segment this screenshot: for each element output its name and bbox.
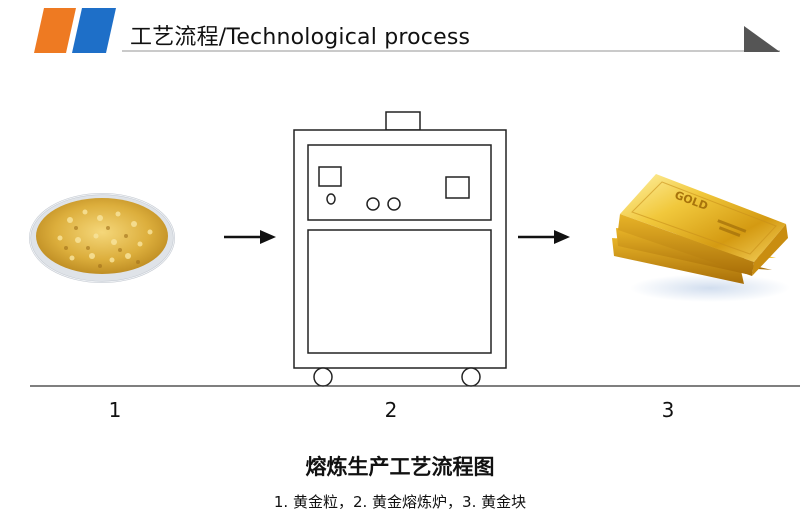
header-bar bbox=[34, 8, 780, 53]
gold-bars-icon: GOLD bbox=[612, 174, 790, 302]
step-number-3: 3 bbox=[661, 398, 675, 422]
orange-block bbox=[34, 8, 76, 53]
step-number-2: 2 bbox=[384, 398, 398, 422]
gold-granules-dish-icon bbox=[29, 193, 175, 283]
arrow-right-icon bbox=[518, 230, 570, 244]
diagram-title: 熔炼生产工艺流程图 bbox=[305, 455, 495, 479]
gold-melting-furnace-icon bbox=[293, 111, 507, 387]
diagram-caption: 1. 黄金粒，2. 黄金熔炼炉，3. 黄金块 bbox=[273, 493, 527, 511]
blue-block bbox=[72, 8, 116, 53]
header-title: 工艺流程/Technological process bbox=[130, 25, 471, 50]
corner-triangle-icon bbox=[744, 26, 780, 52]
arrow-right-icon bbox=[224, 230, 276, 244]
step-number-1: 1 bbox=[108, 398, 122, 422]
